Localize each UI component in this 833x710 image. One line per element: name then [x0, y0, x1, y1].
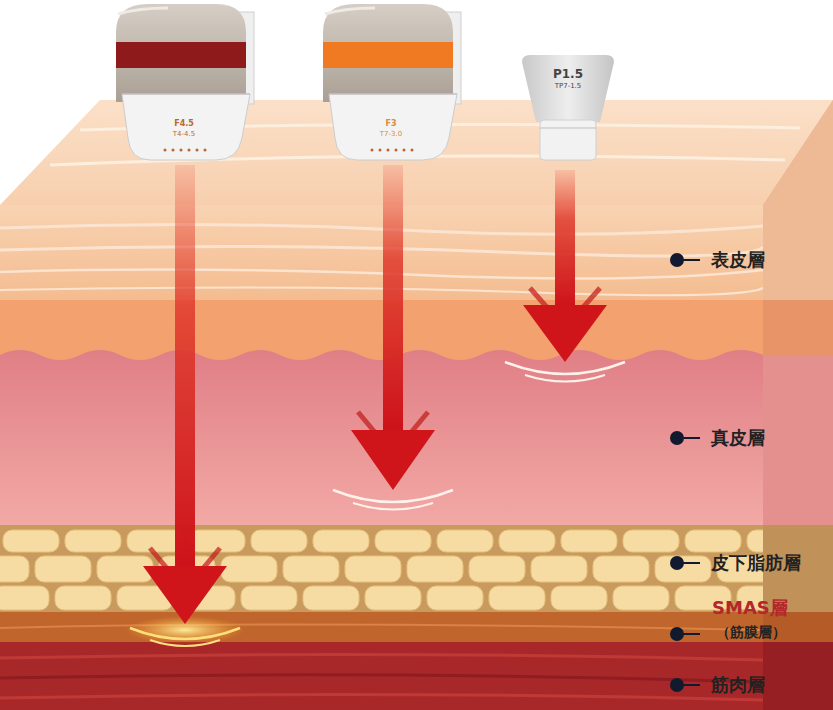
- layer-label: 皮下脂肪層: [711, 551, 801, 575]
- cartridge-shape: [108, 0, 260, 165]
- layer-label: 筋肉層: [711, 673, 765, 697]
- cartridge: F4.5T4-4.5: [108, 0, 260, 165]
- layer-label: 表皮層: [711, 248, 765, 272]
- cartridge-spec: T7-3.0: [315, 131, 467, 139]
- cartridge-spec: T4-4.5: [108, 131, 260, 139]
- cartridge: F3T7-3.0: [315, 0, 467, 165]
- cartridge-model: F4.5: [108, 120, 260, 129]
- cartridge-shape: [315, 0, 467, 165]
- layer-label: 真皮層: [711, 426, 765, 450]
- cartridge-spec: TP7-1.5: [520, 83, 616, 91]
- layer-label: （筋膜層）: [716, 624, 786, 642]
- cartridge: P1.5TP7-1.5: [520, 0, 616, 165]
- cartridge-model: P1.5: [520, 68, 616, 81]
- cartridge-model: F3: [315, 120, 467, 129]
- layer-label: SMAS層: [712, 596, 788, 620]
